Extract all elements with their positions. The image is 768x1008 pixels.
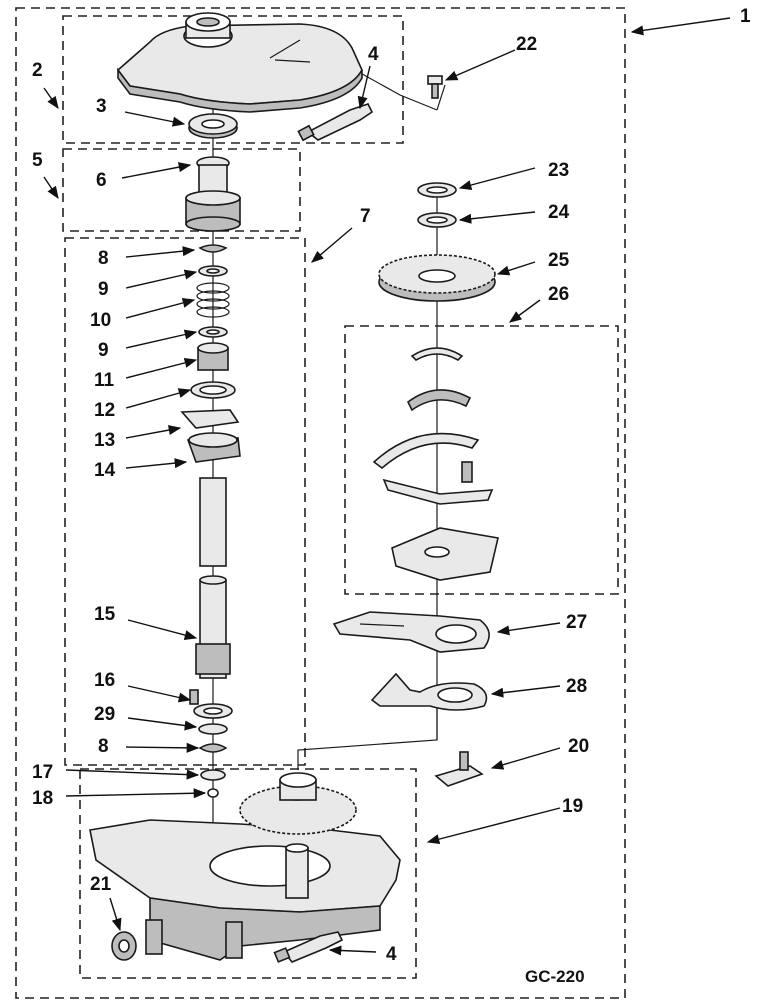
- screw-22-leader-line: [436, 84, 446, 111]
- callout-8-top: 8: [98, 248, 109, 269]
- callout-7: 7: [360, 206, 371, 227]
- bearing-part: [188, 113, 238, 139]
- callout-8-bottom: 8: [98, 736, 109, 757]
- callout-2: 2: [32, 60, 43, 81]
- callout-13: 13: [94, 430, 115, 451]
- callout-16: 16: [94, 670, 115, 691]
- right-ring-parts: [417, 182, 457, 228]
- pinion-drive-part: [185, 156, 241, 232]
- large-gear-part: [378, 254, 496, 302]
- grease-tube-part-bottom: [273, 931, 344, 963]
- group-boundary-2: [62, 15, 404, 144]
- callout-4-bottom: 4: [386, 944, 397, 965]
- diagram-code: GC-220: [525, 967, 585, 986]
- assembly-boundary-1: [15, 7, 626, 999]
- callout-10: 10: [90, 310, 111, 331]
- shift-lever-part: [332, 611, 490, 653]
- callout-28: 28: [566, 676, 587, 697]
- group-boundary-5: [62, 148, 301, 232]
- callout-6: 6: [96, 170, 107, 191]
- connector-line-28-19: [297, 700, 438, 770]
- group-boundary-7: [64, 237, 306, 766]
- callout-29: 29: [94, 704, 115, 725]
- callout-27: 27: [566, 612, 587, 633]
- gearcase-housing-part: [89, 772, 401, 961]
- group-boundary-19: [79, 768, 417, 979]
- screw-part: [427, 75, 443, 99]
- drive-shaft-part: [195, 477, 231, 679]
- leader-arrows: [43, 17, 731, 956]
- callout-26: 26: [548, 284, 569, 305]
- callout-23: 23: [548, 160, 569, 181]
- group-boundary-26: [344, 325, 619, 595]
- callout-21: 21: [90, 874, 112, 895]
- spline-stack-parts: [180, 244, 241, 463]
- callout-17: 17: [32, 762, 53, 783]
- seal-part: [111, 931, 137, 961]
- callout-19: 19: [562, 796, 583, 817]
- clutch-plate-part: [370, 672, 488, 711]
- lower-washer-parts: [189, 689, 233, 798]
- callout-9-bottom: 9: [98, 340, 109, 361]
- callout-5: 5: [32, 150, 43, 171]
- callout-22: 22: [516, 34, 537, 55]
- cam-group-parts: [372, 347, 499, 581]
- callout-20: 20: [568, 736, 589, 757]
- callout-labels: 1 2 3 4 22 5 6 7 8 9 10 9 11 12 13 14 15…: [32, 6, 751, 986]
- callout-15: 15: [94, 604, 116, 625]
- callout-4-top: 4: [368, 44, 379, 65]
- clip-part: [434, 751, 484, 787]
- top-cover-part: [116, 12, 363, 113]
- callout-11: 11: [94, 370, 115, 391]
- callout-1: 1: [740, 6, 751, 27]
- callout-24: 24: [548, 202, 570, 223]
- callout-18: 18: [32, 788, 53, 809]
- callout-25: 25: [548, 250, 570, 271]
- callout-3: 3: [96, 96, 107, 117]
- screw-22-dashed-link: [354, 69, 438, 111]
- callout-9-top: 9: [98, 279, 109, 300]
- callout-14: 14: [94, 460, 116, 481]
- callout-12: 12: [94, 400, 115, 421]
- grease-tube-part-top: [297, 103, 374, 142]
